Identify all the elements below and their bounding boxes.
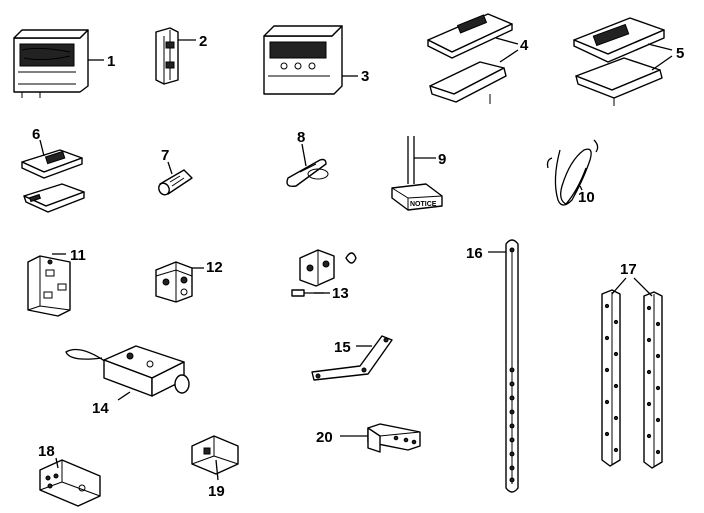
label-part-18: 18 (38, 443, 55, 460)
part-13-drawing (291, 249, 357, 297)
part-20-drawing (367, 423, 421, 453)
label-part-11: 11 (70, 247, 86, 264)
part-1-drawing (13, 29, 89, 98)
label-part-10: 10 (578, 189, 595, 206)
part-10-drawing (546, 139, 599, 206)
label-part-1: 1 (107, 53, 115, 70)
label-part-12: 12 (206, 259, 223, 276)
label-part-6: 6 (32, 126, 40, 143)
label-part-16: 16 (466, 245, 483, 262)
label-part-17: 17 (620, 261, 637, 278)
label-part-19: 19 (208, 483, 225, 500)
part-4-drawing (427, 13, 513, 104)
label-part-14: 14 (92, 400, 109, 417)
label-part-8: 8 (297, 129, 305, 146)
part-5-drawing (573, 17, 665, 106)
part-14-drawing (65, 345, 190, 397)
label-part-4: 4 (520, 37, 529, 54)
part-9-drawing: NOTICE (391, 136, 443, 211)
part-8-drawing (286, 158, 329, 188)
label-part-13: 13 (332, 285, 349, 302)
part-11-drawing (27, 255, 71, 317)
part-18-drawing (39, 459, 101, 507)
label-part-7: 7 (161, 147, 169, 164)
part-19-drawing (191, 435, 239, 475)
part-16-drawing (505, 239, 519, 493)
part-6-drawing (21, 149, 85, 213)
part-7-drawing (158, 169, 193, 196)
part-17-drawing (601, 289, 663, 469)
part-3-drawing (263, 25, 343, 95)
part-2-drawing (155, 27, 179, 85)
part-12-drawing (155, 261, 193, 303)
part-15-drawing (311, 335, 393, 381)
notice-sign-text: NOTICE (410, 201, 437, 208)
label-part-3: 3 (361, 68, 369, 85)
label-part-2: 2 (199, 33, 207, 50)
label-part-9: 9 (438, 151, 446, 168)
label-part-20: 20 (316, 429, 333, 446)
label-part-15: 15 (334, 339, 351, 356)
label-part-5: 5 (676, 45, 684, 62)
